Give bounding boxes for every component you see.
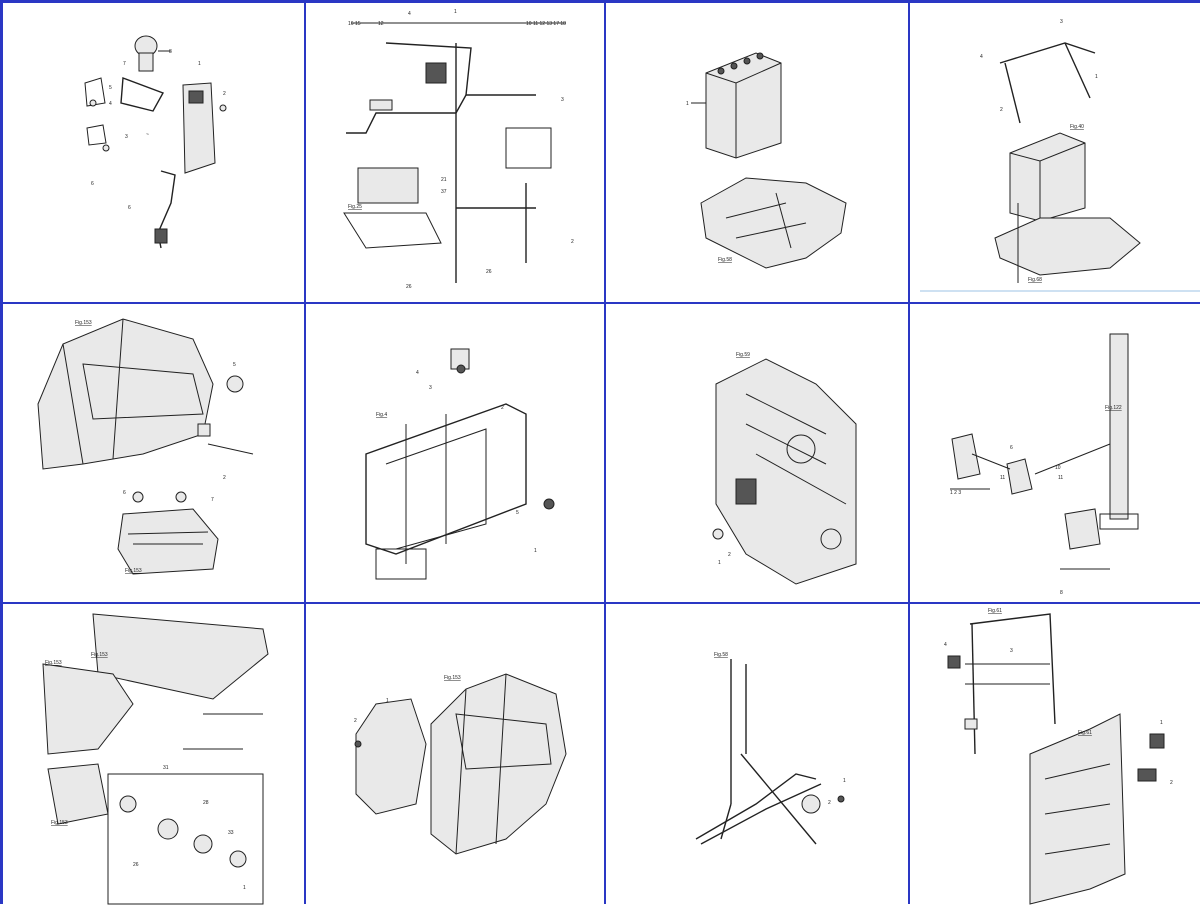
diagram-cell-2[interactable]: Fig.25 16 15 12 4 1 10 11 12 13 17 18 3 …	[306, 3, 604, 302]
svg-text:1: 1	[454, 9, 457, 15]
svg-text:Fig.153: Fig.153	[91, 652, 108, 658]
svg-text:1: 1	[198, 61, 201, 67]
svg-text:3: 3	[429, 385, 432, 391]
svg-text:6: 6	[128, 205, 131, 211]
svg-text:7: 7	[123, 61, 126, 67]
svg-text:Fig.61: Fig.61	[988, 608, 1002, 614]
svg-text:Fig.153: Fig.153	[75, 320, 92, 326]
svg-text:5: 5	[109, 85, 112, 91]
svg-text:5: 5	[233, 362, 236, 368]
svg-text:3: 3	[561, 97, 564, 103]
svg-text:4: 4	[408, 11, 411, 17]
svg-text:Fig.68: Fig.68	[1028, 277, 1042, 283]
svg-text:Fig.58: Fig.58	[718, 257, 732, 263]
svg-text:33: 33	[228, 830, 234, 836]
diagram-cell-7[interactable]: Fig.59 1 2	[606, 304, 908, 602]
diagram-cell-5[interactable]: Fig.153 5 2 6 7 Fig.153	[3, 304, 304, 602]
svg-text:Fig.153: Fig.153	[45, 660, 62, 666]
svg-text:12: 12	[378, 21, 384, 27]
svg-text:26: 26	[406, 284, 412, 290]
svg-text:1: 1	[718, 560, 721, 566]
svg-text:3: 3	[125, 134, 128, 140]
svg-text:1: 1	[386, 698, 389, 704]
diagram-cell-4[interactable]: 3 4 1 2 Fig.40 Fig.68	[910, 3, 1200, 302]
svg-text:2: 2	[1000, 107, 1003, 113]
svg-text:6: 6	[91, 181, 94, 187]
svg-text:26: 26	[486, 269, 492, 275]
svg-text:2: 2	[828, 800, 831, 806]
svg-text:8: 8	[169, 49, 172, 55]
svg-text:37: 37	[441, 189, 447, 195]
svg-text:1: 1	[243, 885, 246, 891]
svg-text:1 2 3: 1 2 3	[950, 490, 961, 496]
svg-text:2: 2	[1170, 780, 1173, 786]
svg-text:2: 2	[223, 475, 226, 481]
svg-text:~: ~	[146, 132, 149, 138]
svg-text:Fig.153: Fig.153	[444, 675, 461, 681]
diagram-cell-6[interactable]: Fig.4 4 3 5 1 2	[306, 304, 604, 602]
svg-text:Fig.59: Fig.59	[736, 352, 750, 358]
svg-text:1: 1	[534, 548, 537, 554]
svg-text:2: 2	[501, 405, 504, 411]
svg-text:5: 5	[516, 510, 519, 516]
svg-text:26: 26	[133, 862, 139, 868]
diagram-cell-1[interactable]: 8 1 2 5 4 3 7 6 6 ~	[3, 3, 304, 302]
diagram-cell-11[interactable]: Fig.58 1 2	[606, 604, 908, 905]
svg-text:7: 7	[211, 497, 214, 503]
svg-text:1: 1	[1160, 720, 1163, 726]
svg-text:4: 4	[980, 54, 983, 60]
svg-text:11: 11	[1058, 475, 1063, 481]
diagram-cell-3[interactable]: 1 Fig.58	[606, 3, 908, 302]
svg-text:Fig.40: Fig.40	[1070, 124, 1084, 130]
diagram-cell-9[interactable]: Fig.153 Fig.153 Fig.153 31 28 33 26 1	[3, 604, 304, 905]
svg-text:28: 28	[203, 800, 209, 806]
diagram-cell-12[interactable]: Fig.61 Fig.61 4 3 1 2	[910, 604, 1200, 905]
svg-text:1: 1	[843, 778, 846, 784]
svg-text:4: 4	[944, 642, 947, 648]
svg-text:2: 2	[354, 718, 357, 724]
svg-text:Fig.153: Fig.153	[125, 568, 142, 574]
svg-text:16 15: 16 15	[348, 21, 361, 27]
svg-text:2: 2	[571, 239, 574, 245]
svg-text:11: 11	[1000, 475, 1005, 481]
svg-text:31: 31	[163, 765, 169, 771]
diagram-cell-10[interactable]: Fig.153 1 2	[306, 604, 604, 905]
svg-text:10 11 12 13 17 18: 10 11 12 13 17 18	[526, 21, 566, 27]
svg-text:8: 8	[1060, 590, 1063, 596]
svg-text:4: 4	[109, 101, 112, 107]
svg-text:Fig.122: Fig.122	[1105, 405, 1122, 411]
svg-text:6: 6	[1010, 445, 1013, 451]
diagram-cell-8[interactable]: Fig.122 6 11 10 11 8 1 2 3	[910, 304, 1200, 602]
svg-text:6: 6	[123, 490, 126, 496]
svg-text:1: 1	[1095, 74, 1098, 80]
svg-text:Fig.58: Fig.58	[714, 652, 728, 658]
svg-text:Fig.61: Fig.61	[1078, 730, 1092, 736]
svg-text:Fig.25: Fig.25	[348, 204, 362, 210]
svg-text:21: 21	[441, 177, 447, 183]
svg-text:3: 3	[1060, 19, 1063, 25]
svg-text:Fig.153: Fig.153	[51, 820, 68, 826]
svg-text:2: 2	[223, 91, 226, 97]
svg-text:4: 4	[416, 370, 419, 376]
svg-text:3: 3	[1010, 648, 1013, 654]
svg-text:Fig.4: Fig.4	[376, 412, 387, 418]
svg-text:2: 2	[728, 552, 731, 558]
svg-text:10: 10	[1055, 465, 1061, 471]
svg-text:1: 1	[686, 101, 689, 107]
